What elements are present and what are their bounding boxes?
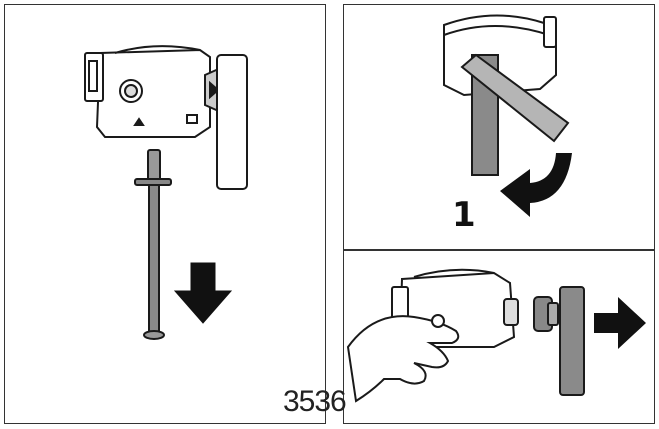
device-body bbox=[84, 45, 211, 138]
removed-handle bbox=[559, 286, 585, 396]
rotate-illustration bbox=[443, 14, 572, 217]
panel-rotate: 1 bbox=[343, 4, 655, 250]
panel-remove-pin bbox=[4, 4, 326, 424]
down-arrow-icon bbox=[173, 262, 233, 324]
angled-handle bbox=[460, 53, 570, 143]
curved-arrow-icon bbox=[500, 153, 572, 217]
hand bbox=[346, 315, 460, 403]
right-arrow-icon bbox=[594, 297, 646, 349]
panel-pull-out bbox=[343, 250, 655, 424]
removed-cap bbox=[533, 296, 559, 332]
handle-bar bbox=[216, 54, 248, 190]
pull-out-illustration bbox=[346, 268, 646, 403]
step-number: 1 bbox=[452, 195, 476, 235]
pin bbox=[134, 149, 172, 340]
figure-id: 3536 bbox=[283, 385, 347, 418]
remove-pin-illustration bbox=[84, 45, 248, 340]
